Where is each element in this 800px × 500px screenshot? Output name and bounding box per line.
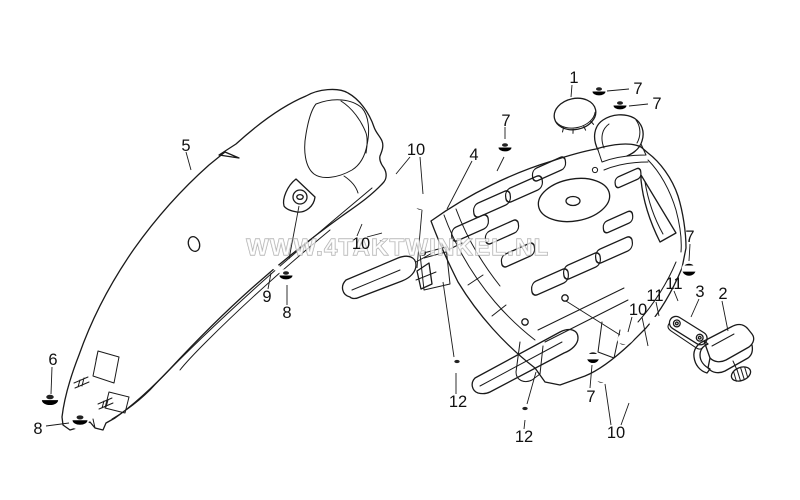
callout-6: 6	[48, 351, 57, 369]
grommet-8-icon	[70, 412, 90, 430]
callout-7d: 7	[586, 388, 595, 406]
callout-7b: 7	[652, 95, 661, 113]
callout-2: 2	[718, 285, 727, 303]
callout-7a: 7	[633, 80, 642, 98]
callout-12a: 12	[449, 393, 467, 411]
bolt-11-icon	[648, 315, 670, 335]
part-5-front-mudguard	[61, 88, 387, 431]
callout-1: 1	[569, 69, 578, 87]
grommet-7-icon	[681, 261, 697, 277]
callout-7c: 7	[501, 112, 510, 130]
callout-8b: 8	[33, 420, 42, 438]
callout-10c: 10	[607, 424, 625, 442]
part-4-rear-fender	[341, 114, 687, 395]
callout-9: 9	[262, 288, 271, 306]
callout-7e: 7	[685, 228, 694, 246]
bolt-11-icon	[671, 297, 693, 317]
washer-10-icon	[615, 328, 637, 348]
flange-nut-12-icon	[516, 404, 534, 420]
grommet-7-icon	[612, 99, 628, 114]
callout-12b: 12	[515, 428, 533, 446]
part-2-latch-lock	[693, 323, 755, 382]
callout-10d: 10	[629, 301, 647, 319]
grommet-7-icon	[497, 141, 513, 156]
washer-10-icon	[593, 366, 615, 386]
bolt-10-icon	[615, 380, 644, 406]
grommet-7-icon	[591, 85, 607, 100]
bolt-10-icon	[383, 171, 412, 198]
washer-10-icon	[412, 193, 434, 213]
watermark: WWW.4TAKTWINKEL.NL	[246, 234, 549, 260]
callout-11a: 11	[665, 275, 682, 293]
grommet-6-icon	[40, 392, 60, 411]
grommet-7-icon	[586, 350, 600, 364]
callout-8a: 8	[282, 304, 291, 322]
leader-lines	[45, 84, 729, 430]
callout-10b: 10	[352, 235, 370, 253]
callout-4: 4	[469, 146, 478, 164]
callout-3: 3	[695, 283, 704, 301]
callout-10a: 10	[407, 141, 425, 159]
callout-5: 5	[181, 137, 190, 155]
collar-nut-8-icon	[278, 269, 294, 284]
callout-11b: 11	[646, 287, 663, 305]
flange-nut-12-icon	[448, 357, 466, 373]
part-3-stay-plate	[667, 315, 708, 350]
callout-labels: 1 7 7 7 4 10 5 10 9 8 6 8 12 12 7 10 7 1…	[33, 69, 727, 446]
bolt-10-icon	[350, 205, 379, 232]
part-1-oval-cap	[553, 97, 597, 134]
